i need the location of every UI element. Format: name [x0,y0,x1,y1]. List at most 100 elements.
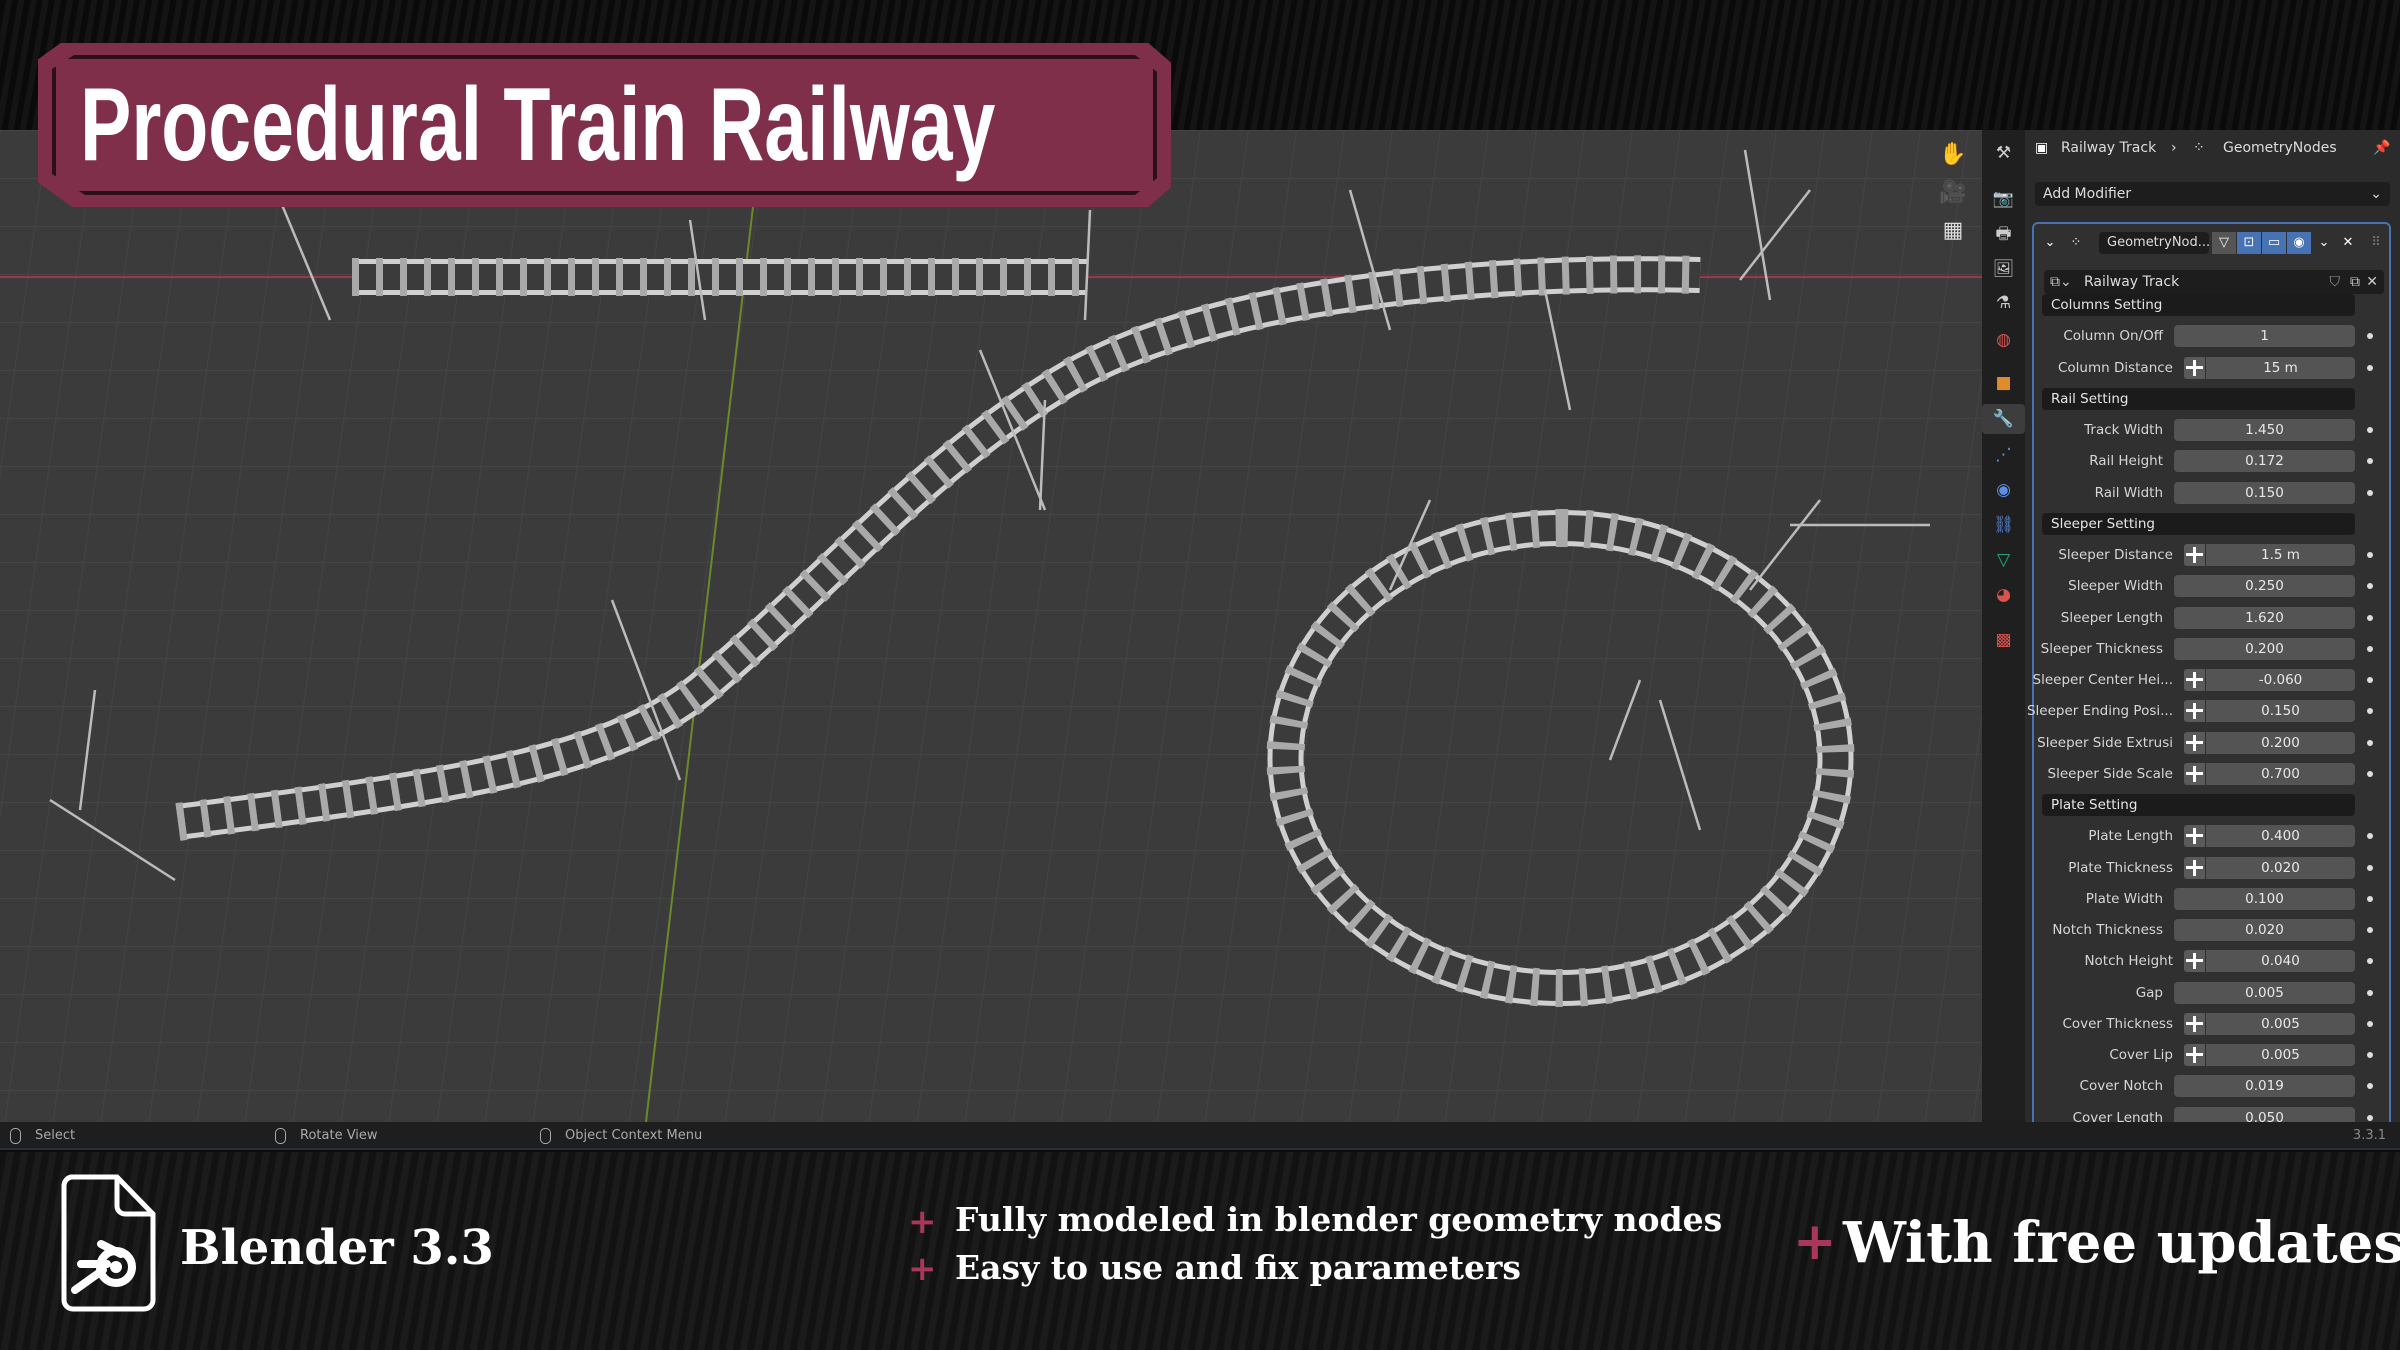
property-value-field[interactable]: 0.150 [2206,700,2355,723]
keyframe-dot-icon[interactable] [2367,927,2373,933]
keyframe-dot-icon[interactable] [2367,989,2373,996]
render-camera-icon[interactable]: ◉ [2287,232,2311,254]
node-socket-toggle-icon[interactable] [2184,762,2205,785]
property-value-field[interactable]: 0.150 [2174,481,2355,504]
property-value-field[interactable]: 0.005 [2206,1012,2355,1035]
material-icon[interactable]: ◕ [1996,585,2011,605]
section-header-label[interactable]: Rail Setting [2042,387,2355,410]
node-socket-toggle-icon[interactable] [2184,356,2205,379]
property-value-field[interactable]: 0.050 [2174,1106,2355,1122]
node-socket-toggle-icon[interactable] [2184,856,2205,879]
duplicate-icon[interactable]: ⧉ [2350,274,2360,290]
unlink-close-icon[interactable]: ✕ [2366,274,2378,290]
data-mesh-icon[interactable]: ▽ [1996,550,2011,570]
property-value-field[interactable]: 0.200 [2206,731,2355,754]
keyframe-dot-icon[interactable] [2367,333,2373,340]
node-group-selector[interactable]: ⧉⌄ Railway Track ⛉ ⧉ ✕ [2044,270,2384,294]
keyframe-dot-icon[interactable] [2367,1020,2373,1027]
constraints-icon[interactable]: ⛓ [1992,515,2015,535]
world-icon[interactable]: ◍ [1996,330,2011,350]
texture-icon[interactable]: ▩ [1995,630,2012,650]
particles-icon[interactable]: ⋰ [1995,445,2012,465]
node-socket-toggle-icon[interactable] [2184,669,2205,691]
node-socket-toggle-icon[interactable] [2184,731,2205,754]
property-value-field[interactable]: 15 m [2206,356,2355,379]
modifier-name-field[interactable]: GeometryNod... [2099,232,2209,254]
property-value-field[interactable]: 1 [2174,325,2355,348]
fake-user-shield-icon[interactable]: ⛉ [2329,274,2341,290]
section-header-label[interactable]: Plate Setting [2042,794,2355,816]
keyframe-dot-icon[interactable] [2367,1083,2373,1090]
keyframe-dot-icon[interactable] [2367,489,2373,496]
property-value-field[interactable]: 0.172 [2174,450,2355,473]
hand-pan-icon[interactable]: ✋ [1939,142,1967,167]
keyframe-dot-icon[interactable] [2367,1052,2373,1058]
keyframe-dot-icon[interactable] [2367,614,2373,621]
keyframe-dot-icon[interactable] [2367,645,2373,652]
property-value-field[interactable]: -0.060 [2206,669,2355,691]
property-value-field[interactable]: 0.005 [2174,981,2355,1004]
track-loop [1266,509,1855,1007]
property-value-field[interactable]: 0.250 [2174,575,2355,598]
view-layer-icon[interactable]: 🖼 [1992,259,2015,279]
breadcrumb-modifier[interactable]: GeometryNodes [2223,140,2337,156]
title-banner: Procedural Train Railway [38,43,1171,207]
property-value-field[interactable]: 1.5 m [2206,544,2355,566]
render-icon[interactable]: 📷 [1992,189,2015,209]
node-socket-toggle-icon[interactable] [2184,825,2205,848]
keyframe-dot-icon[interactable] [2367,552,2373,558]
keyframe-dot-icon[interactable] [2367,739,2373,746]
node-socket-toggle-icon[interactable] [2184,1012,2205,1035]
edit-mode-icon[interactable]: ▽ [2212,232,2236,254]
add-modifier-dropdown[interactable]: Add Modifier⌄ [2035,182,2390,206]
keyframe-dot-icon[interactable] [2367,958,2373,965]
property-value-field[interactable]: 1.450 [2174,419,2355,441]
camera-icon[interactable]: 🎥 [1939,180,1967,205]
tool-icon[interactable]: ⚒ [1995,143,2012,163]
section-header-label[interactable]: Sleeper Setting [2042,512,2355,535]
property-value-field[interactable]: 0.020 [2206,856,2355,879]
close-icon[interactable]: ✕ [2342,235,2354,250]
collapse-chevron-icon[interactable]: ⌄ [2044,235,2056,250]
keyframe-dot-icon[interactable] [2367,458,2373,465]
property-value-field[interactable]: 0.200 [2174,637,2355,660]
property-value-field[interactable]: 0.020 [2174,919,2355,941]
pin-icon[interactable]: 📌 [2373,140,2391,156]
dropdown-chevron-icon[interactable]: ⌄ [2318,235,2330,250]
physics-icon[interactable]: ◉ [1996,480,2011,500]
node-tree-icon[interactable]: ⧉⌄ [2050,274,2072,290]
keyframe-dot-icon[interactable] [2367,583,2373,590]
3d-viewport[interactable]: ✋ 🎥 ▦ [0,130,1982,1122]
property-value-field[interactable]: 0.700 [2206,762,2355,785]
modifier-wrench-icon[interactable]: 🔧 [1982,404,2025,434]
node-socket-toggle-icon[interactable] [2184,700,2205,723]
viewport-display-icon[interactable]: ▭ [2262,232,2286,254]
keyframe-dot-icon[interactable] [2367,833,2373,840]
grid-ortho-icon[interactable]: ▦ [1942,218,1964,243]
property-value-field[interactable]: 0.100 [2174,887,2355,910]
keyframe-dot-icon[interactable] [2367,364,2373,371]
keyframe-dot-icon[interactable] [2367,864,2373,871]
section-header-label[interactable]: Columns Setting [2042,294,2355,316]
property-value-field[interactable]: 0.400 [2206,825,2355,848]
panel-section-header: Rail Setting [2025,385,2400,413]
drag-handle-icon[interactable]: ⠿ [2371,235,2381,250]
output-icon[interactable]: 🖶 [1995,224,2012,244]
on-cage-icon[interactable]: ⊡ [2237,232,2261,254]
keyframe-dot-icon[interactable] [2367,770,2373,777]
breadcrumb-object[interactable]: Railway Track [2061,140,2157,156]
keyframe-dot-icon[interactable] [2367,677,2373,683]
scene-icon[interactable]: ⚗ [1995,293,2012,313]
node-socket-toggle-icon[interactable] [2184,950,2205,973]
node-socket-toggle-icon[interactable] [2184,1044,2205,1066]
node-socket-toggle-icon[interactable] [2184,544,2205,566]
keyframe-dot-icon[interactable] [2367,1114,2373,1121]
keyframe-dot-icon[interactable] [2367,708,2373,715]
property-value-field[interactable]: 0.019 [2174,1075,2355,1098]
property-value-field[interactable]: 1.620 [2174,606,2355,629]
keyframe-dot-icon[interactable] [2367,895,2373,902]
property-value-field[interactable]: 0.005 [2206,1044,2355,1066]
keyframe-dot-icon[interactable] [2367,427,2373,433]
object-icon[interactable]: ■ [1995,373,2012,393]
property-value-field[interactable]: 0.040 [2206,950,2355,973]
